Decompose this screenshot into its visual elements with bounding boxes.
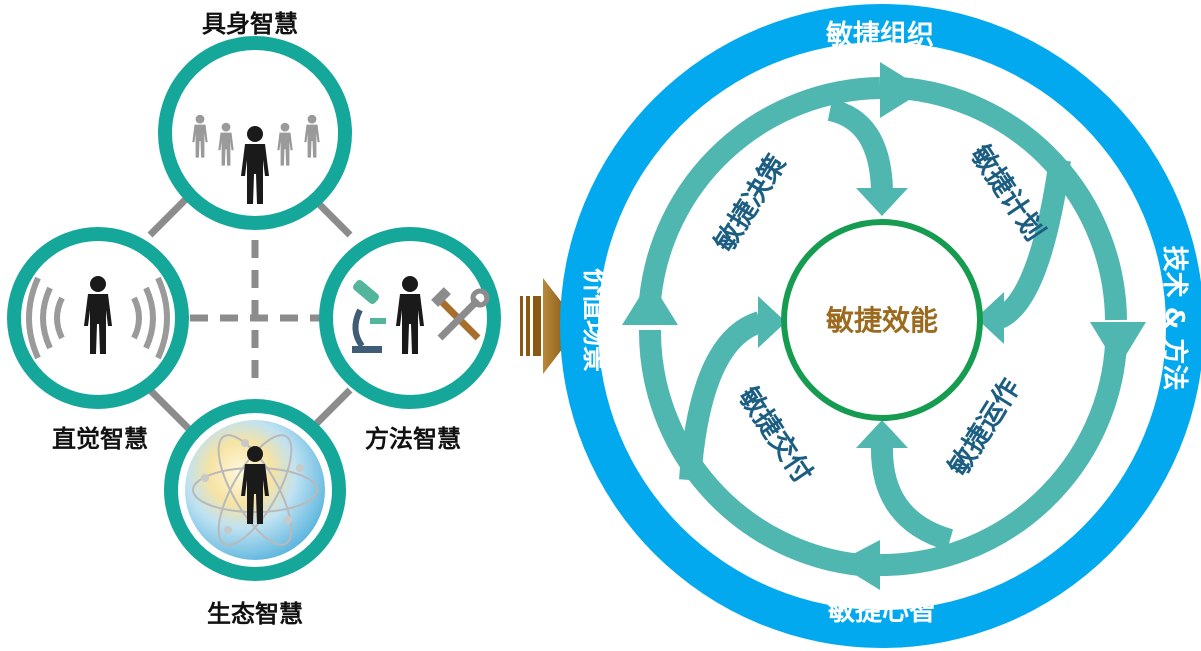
cycle-arrowheads xyxy=(622,62,1146,590)
outer-left-label: 价值场景 xyxy=(579,268,609,372)
embodied-label: 具身智慧 xyxy=(202,10,298,38)
intuitive-label: 直觉智慧 xyxy=(52,425,148,453)
tools-icon xyxy=(431,287,490,341)
intuitive-node xyxy=(7,227,189,409)
embodied-node xyxy=(158,36,352,230)
ecosystem-node xyxy=(164,399,346,581)
inner-arrowheads xyxy=(758,188,1004,448)
signal-waves-icon xyxy=(26,276,170,360)
outer-right-label: 技术 & 方法 xyxy=(1159,246,1190,391)
ecosystem-label: 生态智慧 xyxy=(207,600,303,628)
method-label: 方法智慧 xyxy=(365,425,461,453)
microscope-icon xyxy=(352,280,386,353)
method-node xyxy=(319,227,501,409)
agility-ring: 敏捷效能 敏捷组织 敏捷心智 价值场景 技术 & 方法 敏捷决策 敏捷计划 敏捷… xyxy=(560,4,1201,648)
outer-top-label: 敏捷组织 xyxy=(825,19,934,51)
center-circle xyxy=(781,219,983,421)
outer-bottom-label: 敏捷心智 xyxy=(827,596,936,627)
inner-arrows xyxy=(679,99,1071,551)
center-label: 敏捷效能 xyxy=(825,304,938,337)
left-cluster: 具身智慧 直觉智慧 方法智慧 生态智慧 xyxy=(7,10,501,628)
